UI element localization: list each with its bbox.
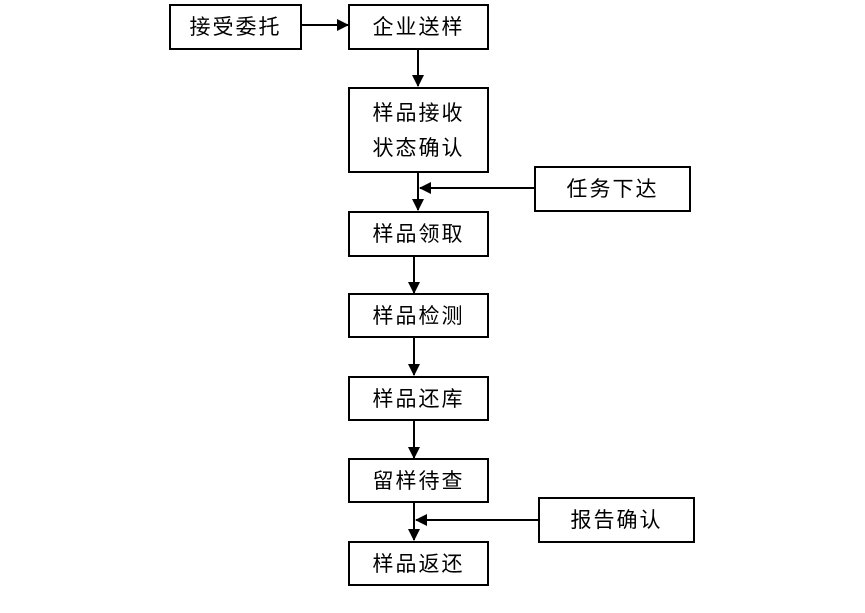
node-company-sample: 企业送样 [348,4,489,50]
node-sample-collect: 样品领取 [348,211,489,257]
node-sample-receive-status-confirm: 样品接收 状态确认 [348,87,489,173]
node-label: 接受委托 [190,15,282,39]
node-label: 企业送样 [373,15,465,39]
node-label-line-2: 状态确认 [373,136,465,160]
node-report-confirm: 报告确认 [538,497,695,543]
node-label: 样品返还 [373,552,465,576]
node-accept-commission: 接受委托 [169,4,302,50]
node-sample-test: 样品检测 [348,293,489,338]
node-label: 样品还库 [373,387,465,411]
node-sample-return-store: 样品还库 [348,376,489,421]
node-label: 留样待查 [373,469,465,493]
node-label-line-1: 样品接收 [373,101,465,125]
node-label: 任务下达 [567,177,659,201]
node-label: 样品领取 [373,222,465,246]
node-label: 样品检测 [373,304,465,328]
node-task-issue: 任务下达 [534,166,691,212]
node-retain-sample: 留样待查 [348,458,489,503]
node-sample-return: 样品返还 [348,541,489,586]
node-label: 报告确认 [571,508,663,532]
